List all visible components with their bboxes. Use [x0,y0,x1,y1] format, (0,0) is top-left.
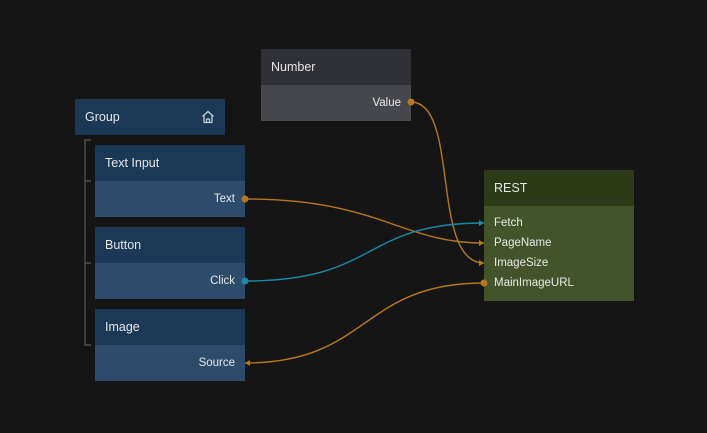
home-icon[interactable] [200,109,216,125]
pagename-port-label: PageName [494,237,552,249]
button-node[interactable]: Button Click [95,227,245,299]
number-node[interactable]: Number Value [261,49,411,121]
group-node-title: Group [85,110,120,124]
mainimageurl-port-label: MainImageURL [494,277,574,289]
image-node[interactable]: Image Source [95,309,245,381]
click-port-label: Click [210,275,235,287]
text-port-label: Text [213,193,235,205]
fetch-port-label: Fetch [494,217,523,229]
source-arrow-icon [245,360,250,366]
number-node-title: Number [261,49,411,85]
rest-node-title: REST [484,170,634,206]
source-port-label: Source [198,357,235,369]
text-input-node-title: Text Input [95,145,245,181]
value-port-label: Value [372,97,401,109]
imagesize-port-label: ImageSize [494,257,549,269]
rest-node[interactable]: REST Fetch PageName ImageSize MainImageU… [484,170,634,301]
group-node[interactable]: Group [75,99,225,135]
image-node-title: Image [95,309,245,345]
wire-click-fetch[interactable] [244,222,485,282]
wire-text-pagename[interactable] [244,198,485,244]
button-node-title: Button [95,227,245,263]
wire-mainimageurl-source[interactable] [244,282,485,364]
text-input-node[interactable]: Text Input Text [95,145,245,217]
wire-value-imagesize[interactable] [410,101,485,264]
